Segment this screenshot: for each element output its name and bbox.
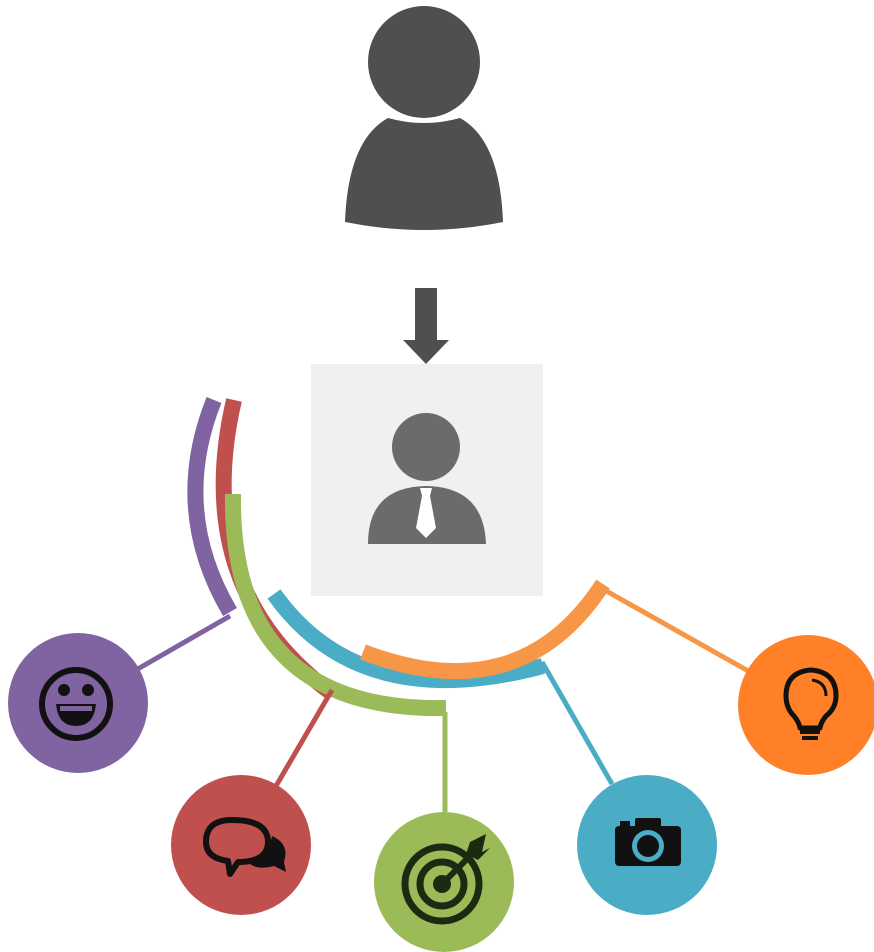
arc-green (224, 493, 447, 717)
connector-lines (134, 585, 752, 812)
user-head (368, 6, 480, 118)
node-target (374, 812, 514, 952)
node-idea (738, 635, 874, 775)
node-circle (738, 635, 874, 775)
line-orange (599, 585, 752, 675)
arc-orange (360, 579, 610, 680)
smiley-face-icon (39, 667, 113, 741)
node-camera (577, 775, 717, 915)
connector-arcs (187, 397, 610, 717)
node-chat (171, 775, 311, 915)
user-icon (345, 6, 503, 230)
arc-blue (267, 589, 546, 689)
tie-icon (416, 488, 436, 538)
target-arrow-icon (401, 834, 490, 925)
line-blue (539, 660, 615, 786)
lightbulb-icon (783, 667, 839, 740)
chat-bubbles-icon (203, 817, 286, 877)
arc-purple (187, 397, 237, 617)
line-red (273, 688, 335, 788)
node-circle (8, 633, 148, 773)
businessman-icon (368, 413, 486, 544)
user-body (345, 118, 503, 230)
down-arrow-icon (403, 288, 449, 364)
profile-card (311, 364, 543, 596)
camera-icon (615, 818, 681, 866)
node-smiley (8, 633, 148, 773)
node-circle (171, 775, 311, 915)
line-purple (134, 613, 232, 673)
